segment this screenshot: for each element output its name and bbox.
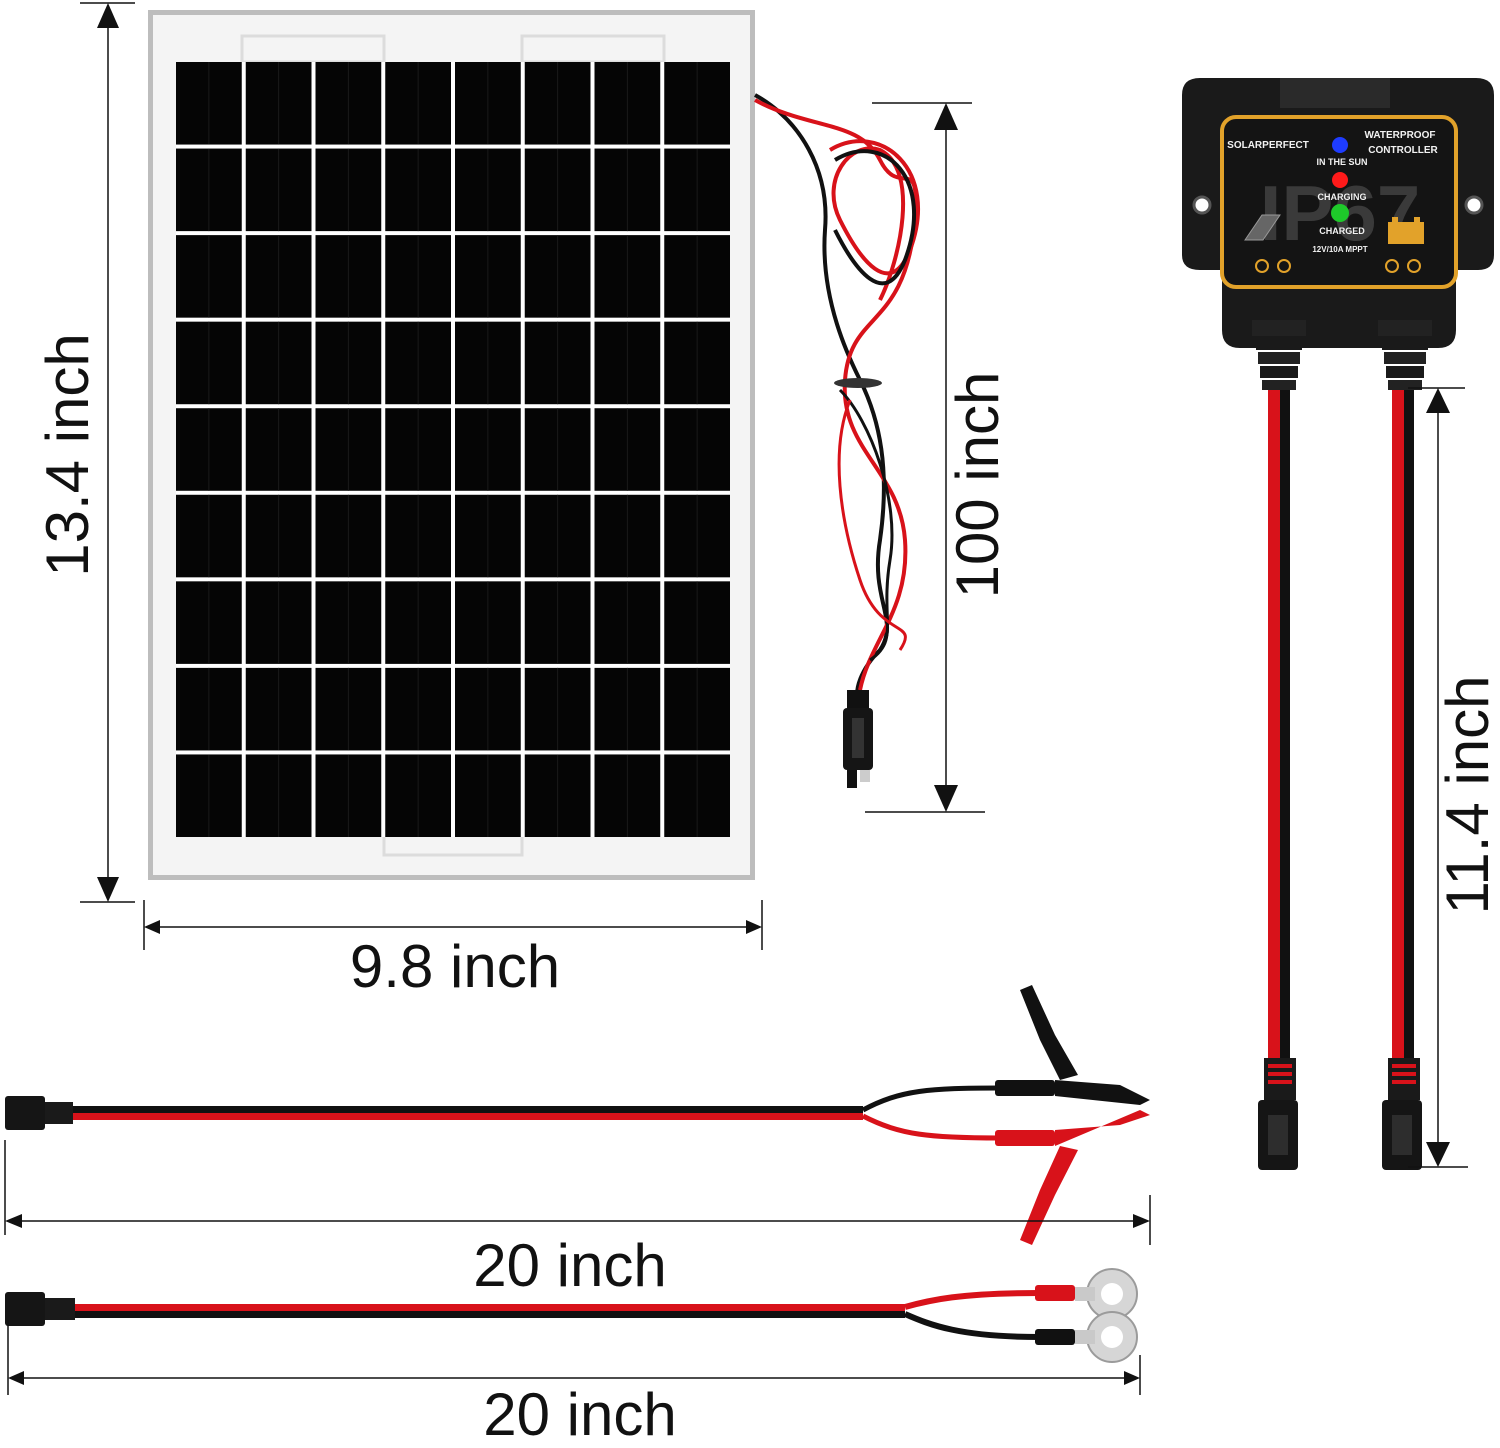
sae-connector	[5, 1292, 45, 1326]
controller-brand: SOLARPERFECT	[1227, 140, 1309, 151]
red-clip-handle	[1020, 1146, 1078, 1245]
terminal-icon	[1385, 259, 1399, 273]
panel-cells	[176, 62, 730, 837]
sae-connector-right	[1382, 1058, 1422, 1170]
led-green	[1331, 204, 1349, 222]
sae-connector	[5, 1096, 45, 1130]
mount-hole-left	[1192, 195, 1212, 215]
strain-relief-right	[1378, 320, 1432, 390]
red-clip-jaw	[1055, 1110, 1150, 1146]
mount-hole-right	[1464, 195, 1484, 215]
led-charging-label: CHARGING	[1318, 192, 1367, 202]
terminal-icon	[1407, 259, 1421, 273]
strain-relief-left	[1252, 320, 1306, 390]
clip-cable-length-label: 20 inch	[473, 1232, 667, 1299]
led-sun-label: IN THE SUN	[1316, 157, 1367, 167]
controller-face	[1220, 115, 1458, 289]
alligator-clip-cable	[5, 985, 1150, 1245]
panel-cable	[754, 93, 920, 788]
solar-panel	[148, 10, 755, 880]
dimension-arrowheads	[5, 3, 1450, 1385]
battery-icon	[1388, 217, 1424, 244]
terminal-icon	[1255, 259, 1269, 273]
cable-tie	[834, 378, 882, 388]
panel-height-label: 13.4 inch	[34, 333, 101, 577]
solar-panel-icon	[1244, 214, 1281, 241]
led-blue	[1332, 137, 1348, 153]
black-clip-handle	[1020, 985, 1078, 1080]
controller-spec: 12V/10A MPPT	[1312, 245, 1367, 254]
black-clip-jaw	[1055, 1080, 1150, 1105]
controller-cable-length-label: 11.4 inch	[1434, 675, 1500, 915]
led-charged-label: CHARGED	[1319, 226, 1365, 236]
charge-controller: IP67 SOLARPERFECT WATERPROOF CONTROLLER …	[1182, 78, 1494, 1170]
ring-terminal-cable	[5, 1268, 1138, 1363]
terminal-icon	[1277, 259, 1291, 273]
ring-cable-length-label: 20 inch	[483, 1381, 677, 1448]
panel-width-label: 9.8 inch	[349, 933, 561, 1000]
controller-title-line2: CONTROLLER	[1368, 145, 1438, 156]
controller-title-line1: WATERPROOF	[1365, 130, 1436, 141]
led-red	[1332, 172, 1348, 188]
dimension-lines	[4, 2, 1468, 1395]
sae-connector-left	[1258, 1058, 1298, 1170]
panel-cable-length-label: 100 inch	[944, 371, 1011, 599]
